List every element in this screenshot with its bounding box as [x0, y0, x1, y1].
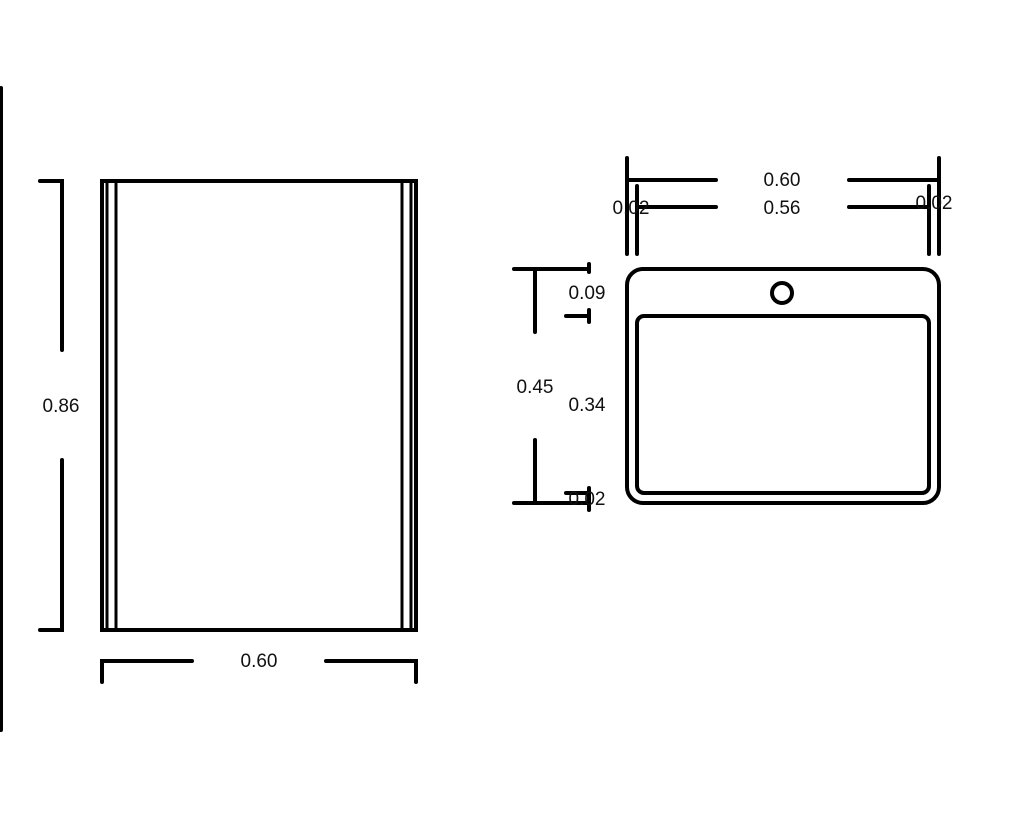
sink-outer-outline	[625, 267, 941, 505]
width-dimensions: 0.60 0.56 0.02 0.02	[613, 156, 953, 256]
front-rim-label: 0.02	[569, 489, 606, 510]
total-depth-label: 0.45	[517, 377, 554, 398]
cabinet-outline	[100, 179, 418, 632]
front-view: 0.86 0.60	[38, 179, 418, 684]
left-rim-label: 0.02	[613, 198, 650, 219]
top-view: 0.60 0.56 0.02 0.02 0.09 0.45 0.34 0.02	[512, 156, 953, 512]
back-ledge-label: 0.09	[569, 283, 606, 304]
faucet-hole	[770, 281, 794, 305]
right-rim-label: 0.02	[916, 193, 953, 214]
basin-outline	[635, 314, 931, 495]
depth-dimensions: 0.09 0.45 0.34 0.02	[512, 262, 606, 512]
width-dimension: 0.60	[100, 651, 418, 684]
inner-width-label: 0.56	[764, 198, 801, 219]
basin-depth-label: 0.34	[569, 395, 606, 416]
width-label: 0.60	[241, 651, 278, 672]
height-label: 0.86	[43, 396, 80, 417]
outer-width-label: 0.60	[764, 170, 801, 191]
height-dimension: 0.86	[38, 179, 80, 632]
